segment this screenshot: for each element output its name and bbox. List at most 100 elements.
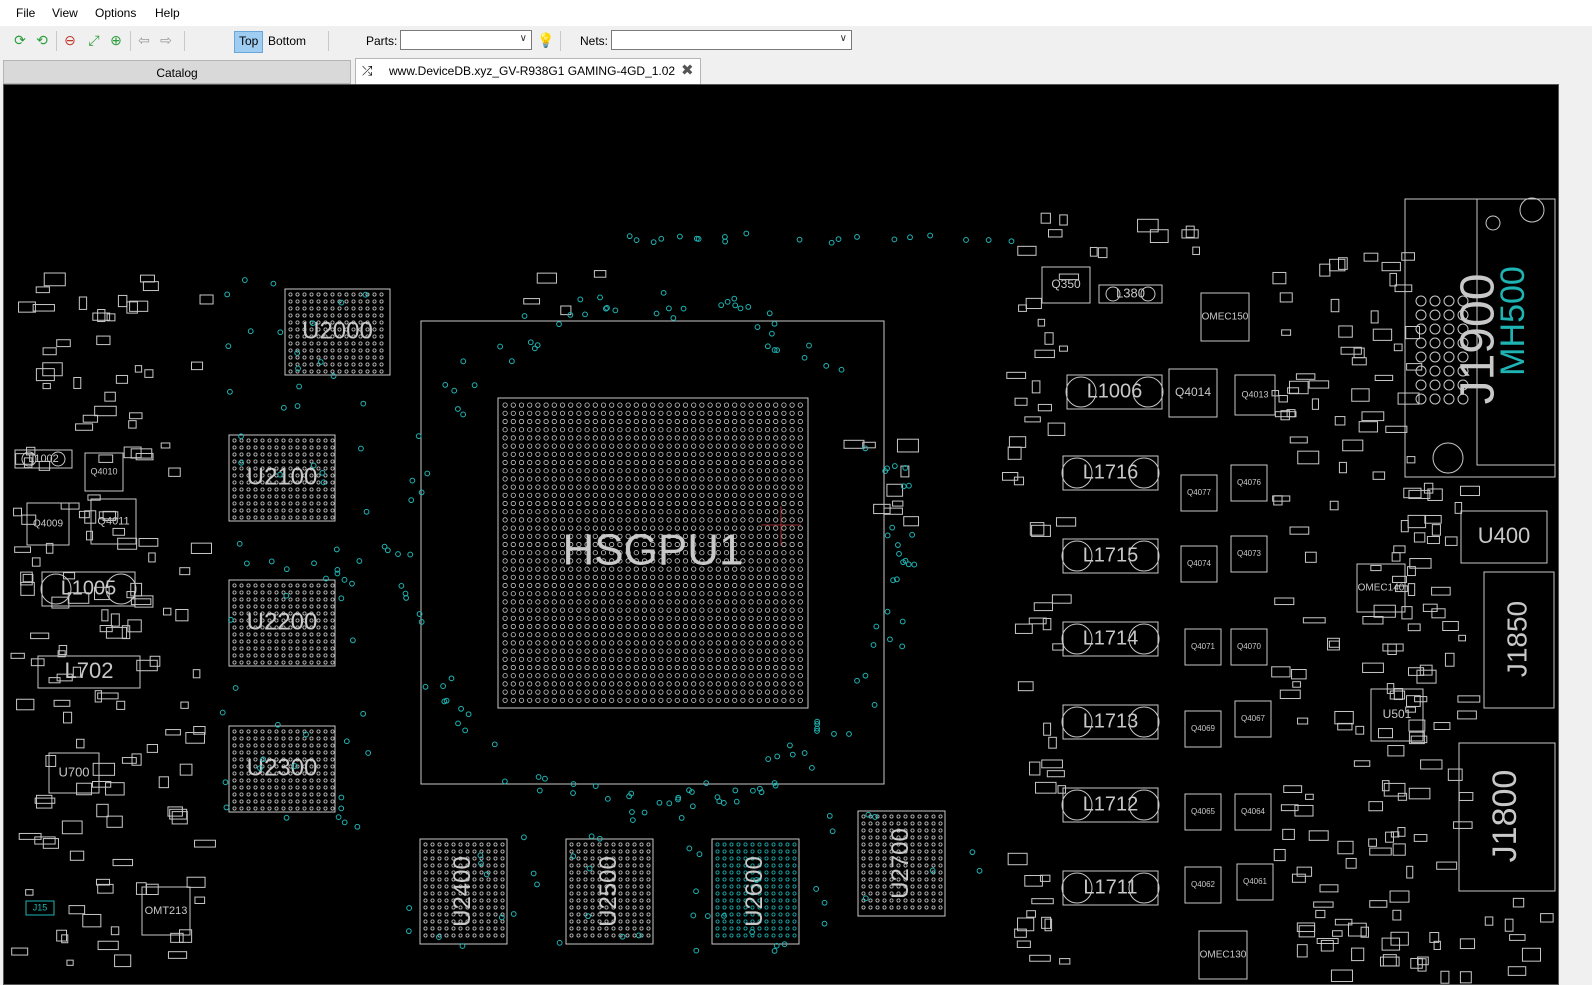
via: [483, 871, 490, 878]
tab-board-file[interactable]: ⤮ www.DeviceDB.xyz_GV-R938G1 GAMING-4GD_…: [355, 58, 701, 84]
zoom-in-icon[interactable]: ⊕: [110, 32, 122, 48]
via: [894, 576, 900, 583]
passive-component: [1389, 890, 1410, 903]
passive-component: [58, 644, 68, 655]
passive-component: [104, 391, 116, 402]
via: [585, 913, 591, 920]
passive-component: [1185, 225, 1195, 238]
connector: [1483, 571, 1555, 709]
passive-component: [1292, 681, 1301, 688]
connector-pin: [1443, 393, 1455, 405]
connector-pin: [1415, 323, 1427, 335]
zoom-out-icon[interactable]: ⊖: [64, 32, 76, 48]
passive-component: [523, 298, 541, 305]
passive-component: [1337, 840, 1354, 855]
menu-help[interactable]: Help: [155, 6, 180, 20]
passive-component: [1332, 930, 1343, 937]
passive-component: [185, 732, 205, 744]
passive-component: [112, 527, 126, 536]
inductor-pad: [1061, 540, 1093, 572]
via: [341, 576, 348, 583]
passive-component: [16, 698, 35, 711]
inductor: [1062, 538, 1159, 574]
small-ic: [1234, 700, 1272, 738]
passive-component: [1353, 760, 1371, 767]
bottom-side-button[interactable]: Bottom: [268, 34, 307, 48]
close-icon[interactable]: ✖: [681, 62, 694, 79]
passive-component: [1057, 785, 1067, 794]
passive-component: [99, 624, 113, 633]
passive-component: [98, 511, 119, 520]
via: [660, 289, 667, 296]
menu-file[interactable]: File: [16, 6, 36, 20]
nets-combo[interactable]: ∨: [611, 30, 852, 50]
via: [882, 468, 889, 474]
chip: [1200, 292, 1250, 342]
top-side-button[interactable]: Top: [234, 31, 264, 53]
passive-component: [1006, 371, 1027, 379]
memory-label: U2300: [247, 754, 318, 781]
passive-component: [142, 281, 159, 292]
passive-component: [1374, 374, 1394, 381]
via: [365, 750, 372, 756]
passive-component: [1433, 722, 1451, 731]
passive-component: [1351, 947, 1365, 962]
via: [1008, 238, 1015, 245]
via: [758, 789, 765, 796]
menu-options[interactable]: Options: [95, 6, 137, 20]
passive-component: [1024, 875, 1043, 887]
chip-label: OMEC130: [1200, 950, 1247, 961]
via: [693, 947, 700, 954]
passive-component: [25, 889, 34, 896]
memory-pads: [569, 842, 651, 938]
via: [303, 731, 309, 738]
passive-component: [1035, 781, 1057, 794]
via: [338, 794, 345, 801]
via: [693, 888, 699, 895]
inductor-pad: [1128, 706, 1160, 738]
chip: [1356, 563, 1406, 613]
inductor-label: L1711: [1083, 876, 1137, 898]
passive-component: [1407, 667, 1425, 676]
memory-pads: [232, 729, 335, 811]
via: [854, 233, 860, 240]
passive-component: [1403, 487, 1422, 499]
toolbar-separator: [560, 31, 561, 51]
passive-component: [175, 609, 189, 622]
bulb-icon[interactable]: 💡: [537, 32, 555, 48]
chip-label: Q4010: [90, 466, 117, 476]
passive-component: [56, 929, 68, 942]
via: [424, 470, 431, 477]
passive-component: [115, 374, 129, 384]
passive-component: [1328, 640, 1340, 648]
open-icon[interactable]: ⟳: [14, 32, 26, 48]
small-ic: [1180, 545, 1218, 583]
inductor: [1098, 284, 1163, 304]
memory-label: U2700: [887, 828, 914, 899]
menu-view[interactable]: View: [52, 6, 78, 20]
fit-icon[interactable]: ⤢: [88, 32, 100, 48]
passive-component: [1373, 604, 1396, 618]
passive-component: [1397, 792, 1408, 801]
via: [536, 787, 543, 794]
forward-icon[interactable]: ⇨: [160, 32, 172, 48]
tab-catalog[interactable]: Catalog: [3, 60, 351, 84]
passive-component: [1338, 325, 1353, 338]
passive-component: [1137, 218, 1159, 233]
small-ic: [1184, 793, 1222, 831]
passive-component: [31, 557, 41, 567]
passive-component: [1283, 785, 1303, 793]
parts-combo[interactable]: ∨: [400, 30, 532, 50]
passive-component: [91, 781, 112, 788]
reload-icon[interactable]: ⟲: [36, 32, 48, 48]
back-icon[interactable]: ⇦: [138, 32, 150, 48]
passive-component: [1397, 392, 1420, 405]
connector-label: U400: [1478, 523, 1531, 548]
inductor: [1062, 455, 1159, 491]
passive-component: [42, 382, 51, 390]
passive-component: [1353, 347, 1365, 359]
passive-component: [1444, 536, 1458, 546]
passive-component: [1297, 450, 1320, 465]
